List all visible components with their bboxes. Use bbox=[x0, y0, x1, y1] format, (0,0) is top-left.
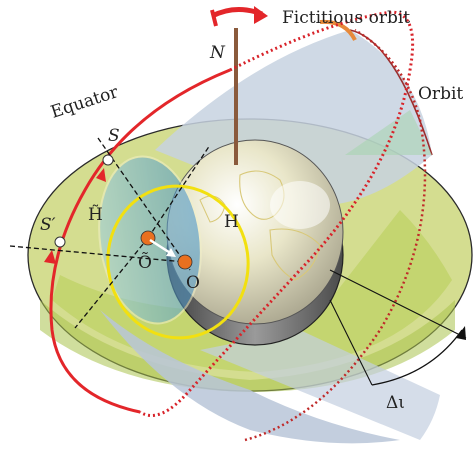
orbit-direction-arrow-lower bbox=[44, 250, 56, 264]
label-star-s: S bbox=[108, 126, 120, 146]
fictitious-orbit bbox=[49, 10, 427, 442]
star-s-prime-point bbox=[54, 236, 66, 248]
label-north: N bbox=[209, 43, 226, 63]
delta-iota-arc bbox=[329, 269, 467, 386]
star-s-point bbox=[102, 154, 114, 166]
center-o bbox=[177, 254, 193, 270]
earth-globe bbox=[166, 139, 344, 325]
label-fictitious-orbit: Fictitious orbit bbox=[282, 8, 410, 28]
label-h: H bbox=[224, 212, 239, 232]
label-h-tilde: H̃ bbox=[88, 205, 103, 225]
yellow-circle bbox=[106, 184, 250, 340]
label-orbit: Orbit bbox=[418, 84, 463, 104]
label-delta-iota: Δι bbox=[386, 393, 405, 413]
orbit-direction-arrow bbox=[96, 168, 106, 182]
rotation-arrow-icon bbox=[210, 6, 268, 27]
label-equator: Equator bbox=[48, 82, 121, 123]
label-star-s-prime: S′ bbox=[40, 215, 56, 235]
displacement-arrow bbox=[149, 238, 173, 256]
label-o-tilde: Õ bbox=[138, 252, 152, 273]
label-o: O bbox=[186, 273, 200, 293]
orbit-plane-front bbox=[100, 310, 440, 444]
